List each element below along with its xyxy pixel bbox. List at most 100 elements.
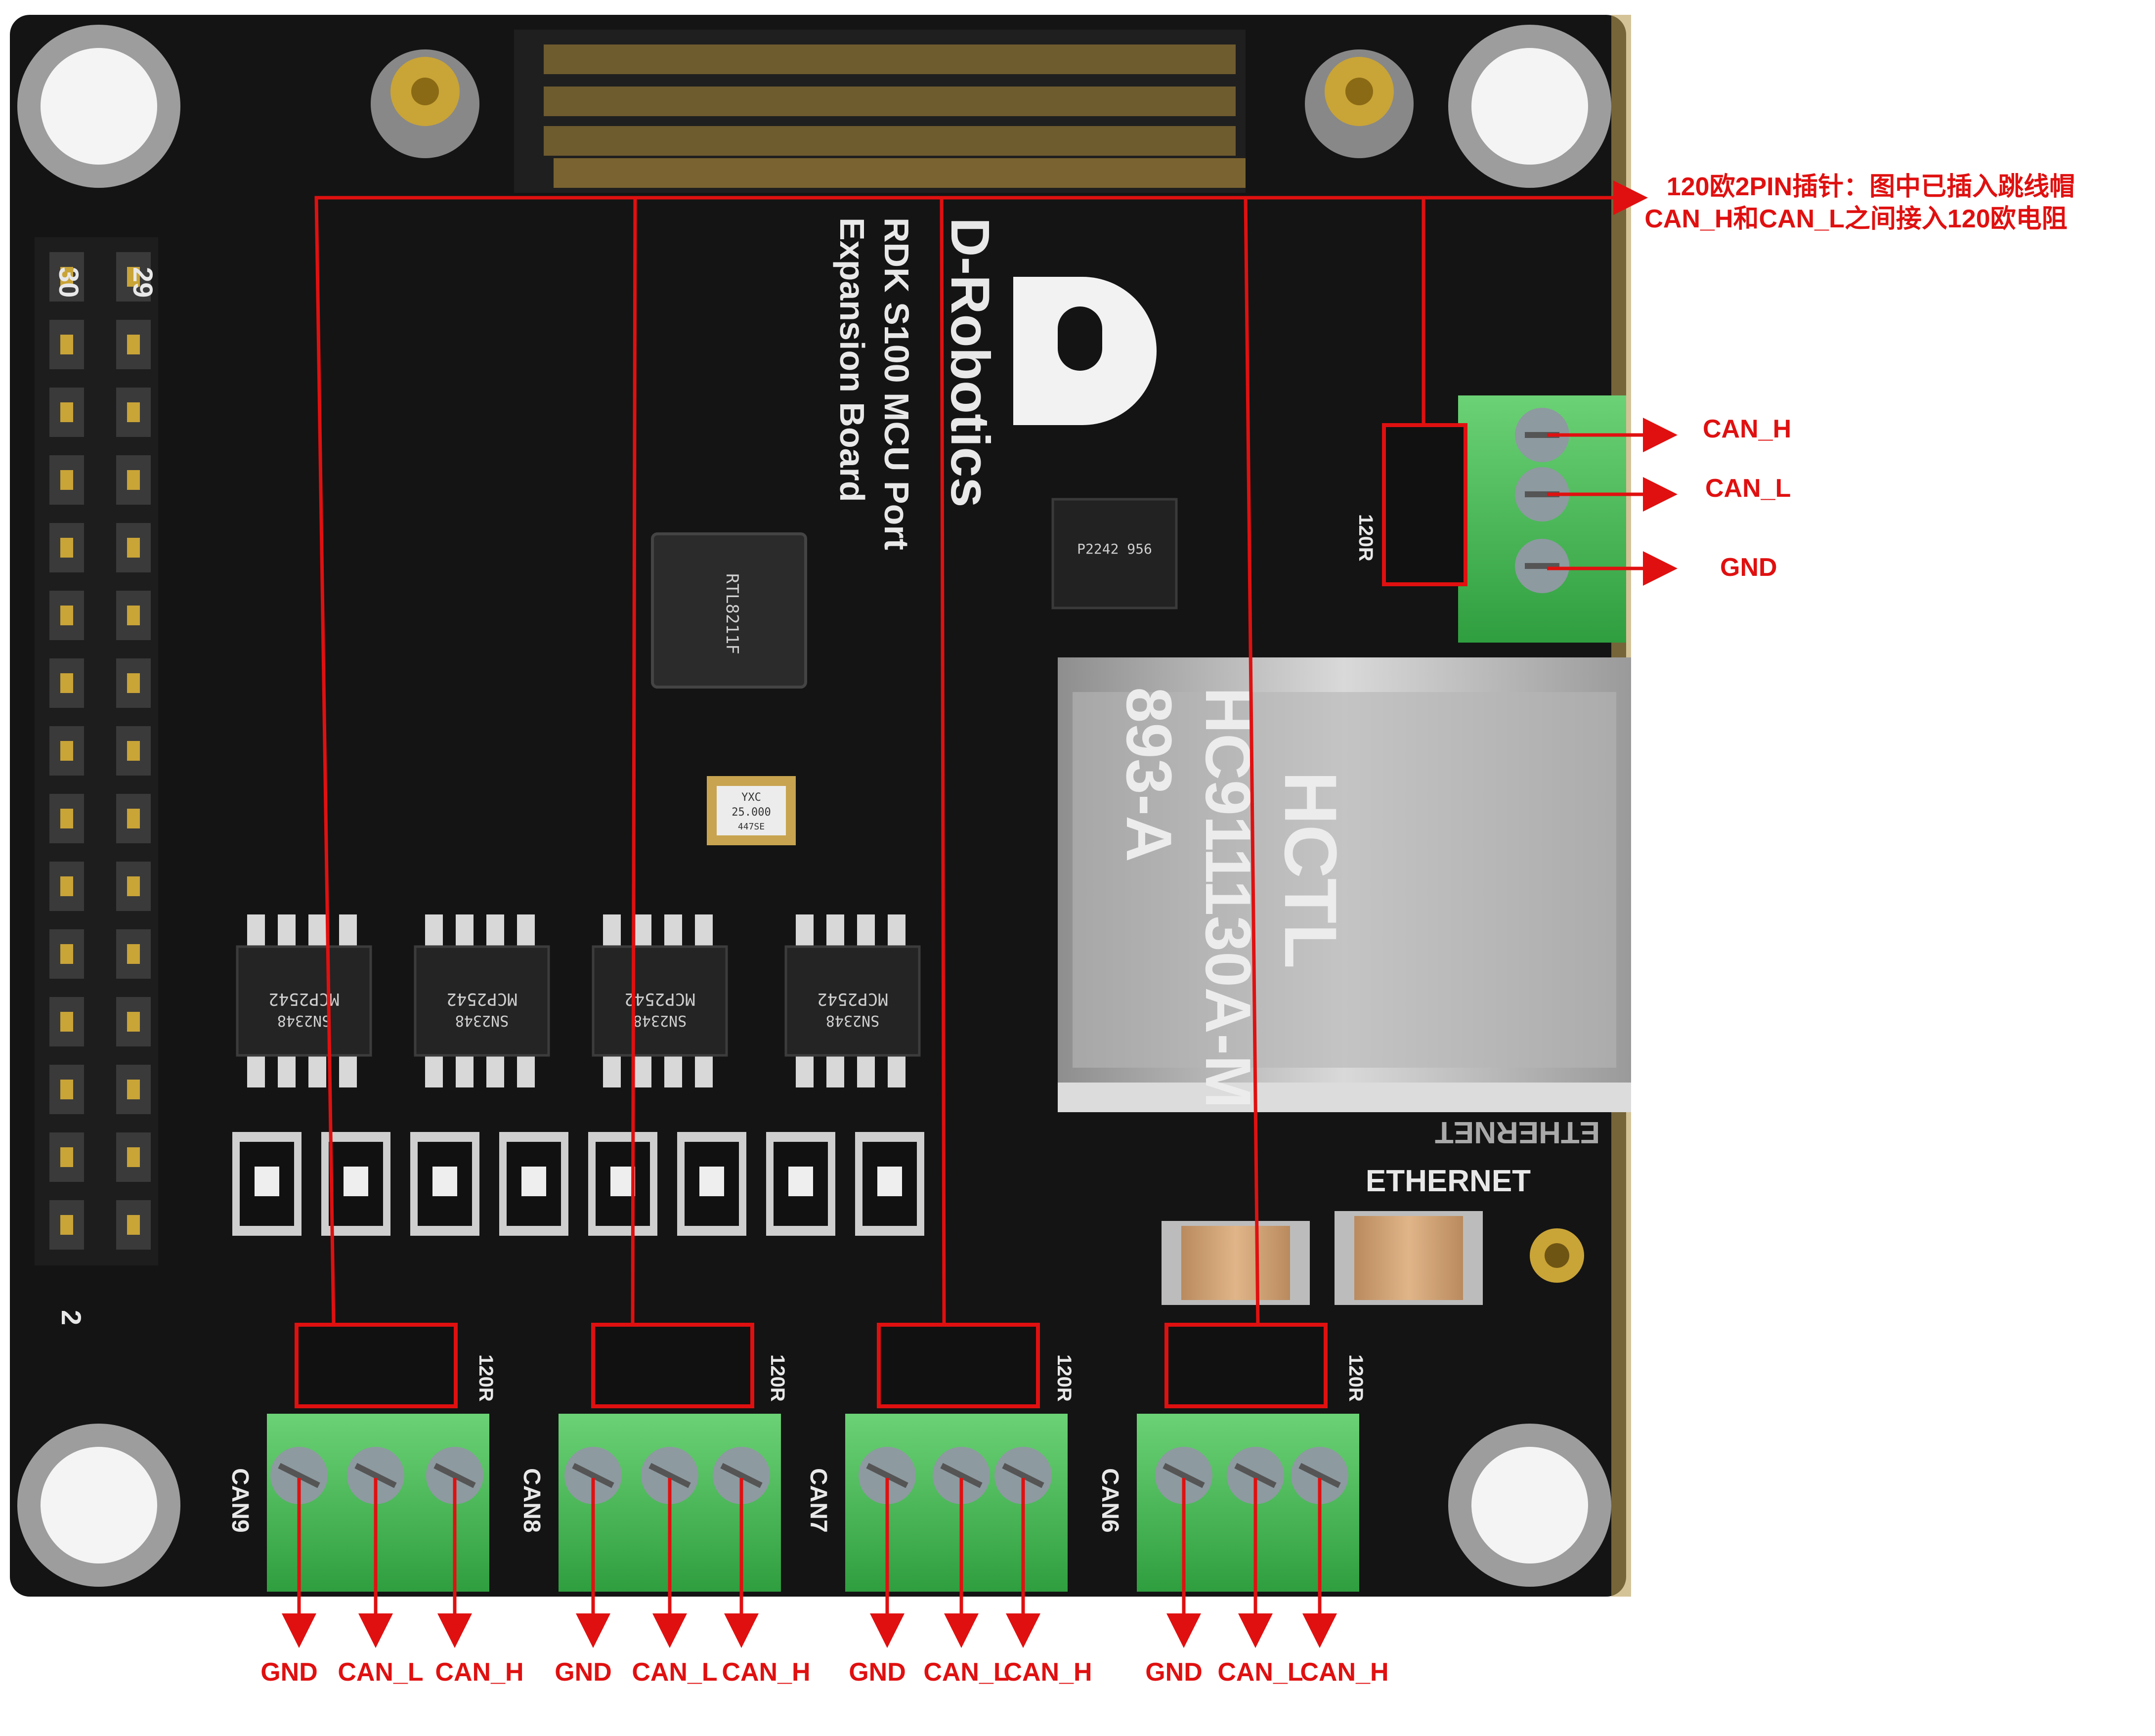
resistor-mark — [344, 1167, 368, 1196]
pin-header — [35, 237, 158, 1265]
header-pin-gold — [127, 606, 140, 625]
can-port-label: CAN7 — [805, 1468, 831, 1533]
chip-pin — [888, 914, 905, 949]
small-ic-label: P2242 956 — [1077, 541, 1152, 557]
chip-pin — [826, 914, 844, 949]
chip-pin — [247, 914, 265, 949]
crystal-line1: YXC — [741, 791, 761, 804]
screw-slot — [1163, 1463, 1205, 1488]
chip-pin — [664, 914, 682, 949]
screw-slot — [1298, 1463, 1341, 1488]
chip-pin — [634, 914, 651, 949]
chip-pin — [634, 1053, 651, 1087]
header-pin-gold — [127, 1215, 140, 1235]
header-pin-gold — [127, 470, 140, 490]
bottom-pin-label: GND — [555, 1658, 612, 1687]
brand-name: D-Robotics — [940, 217, 1000, 508]
resistors — [232, 1132, 924, 1236]
chip-pin — [456, 914, 474, 949]
header-pin-gold — [60, 741, 73, 761]
jumper-box-can6 — [1164, 1323, 1328, 1408]
header-pin-gold — [127, 673, 140, 693]
jumper-box-can9 — [295, 1323, 458, 1408]
small-ic: P2242 956 — [1051, 498, 1178, 609]
bottom-pin-label: CAN_L — [338, 1658, 423, 1687]
resistor-mark — [610, 1167, 635, 1196]
header-label-2: 2 — [56, 1310, 87, 1325]
phy-label: RTL8211F — [722, 573, 742, 654]
chip-sub: SN2348 — [277, 1012, 331, 1029]
rj45-line3: 893-A — [1113, 687, 1185, 862]
header-pin-gold — [60, 335, 73, 354]
chip-pin — [664, 1053, 682, 1087]
chip-body — [592, 945, 728, 1057]
annotation-overlay — [295, 180, 1678, 1408]
screw-slot — [866, 1463, 908, 1488]
header-pin-gold — [60, 809, 73, 828]
header-pin-gold — [127, 876, 140, 896]
jumper-box-power — [1382, 423, 1467, 586]
can-port-label: CAN6 — [1097, 1468, 1123, 1533]
screw-slot — [572, 1463, 614, 1488]
jumper-note-line2: CAN_H和CAN_L之间接入120欧电阻 — [1644, 205, 2067, 233]
bottom-pin-label: CAN_H — [435, 1658, 523, 1687]
resistor-mark — [699, 1167, 724, 1196]
header-pin-gold — [60, 606, 73, 625]
bottom-pin-label: CAN_L — [1217, 1658, 1303, 1687]
chip-pin — [456, 1053, 474, 1087]
jumper-note-line1: 120欧2PIN插针：图中已插入跳线帽 — [1667, 173, 2075, 201]
screw-slot — [433, 1463, 476, 1488]
ethernet-phy-ic: RTL8211F — [651, 532, 807, 689]
chip-pin — [517, 914, 535, 949]
header-pin-gold — [127, 538, 140, 558]
right-label-can-h: CAN_H — [1703, 415, 1791, 443]
header-pin-gold — [60, 1080, 73, 1099]
chip-pin — [857, 914, 875, 949]
screw-slot — [940, 1463, 983, 1488]
jumper-silk-label: 120R — [1345, 1354, 1367, 1402]
mounting-holes — [17, 25, 1611, 1587]
bottom-pin-label: CAN_H — [1300, 1658, 1388, 1687]
chip-pin — [486, 914, 504, 949]
header-pin-gold — [60, 267, 73, 287]
chip-pin — [857, 1053, 875, 1087]
chip-pin — [339, 914, 357, 949]
bottom-pin-label: CAN_H — [722, 1658, 810, 1687]
header-pin-gold — [60, 1012, 73, 1032]
bottom-pin-label: GND — [1145, 1658, 1203, 1687]
resistor-mark — [788, 1167, 813, 1196]
chip-pin — [603, 914, 621, 949]
chip-pin — [826, 1053, 844, 1087]
ethernet-mirror-label: ETHERNET — [1435, 1115, 1600, 1149]
header-pin-gold — [60, 876, 73, 896]
chip-pin — [796, 1053, 814, 1087]
board-title-line2: Expansion Board — [833, 217, 871, 502]
header-pin-gold — [60, 1215, 73, 1235]
right-label-gnd: GND — [1720, 553, 1777, 582]
jumper-silk-label: 120R — [1053, 1354, 1075, 1402]
chip-body — [236, 945, 372, 1057]
jumper-silk-label: 120R — [767, 1354, 788, 1402]
header-pin-gold — [127, 1012, 140, 1032]
header-label-29: 29 — [128, 267, 159, 298]
chip-pin — [695, 1053, 713, 1087]
board-title-line1: RDK S100 MCU Port — [877, 217, 916, 550]
board-connector — [514, 30, 1246, 193]
jumper-silk-label: 120R — [475, 1354, 497, 1402]
header-pin-gold — [60, 470, 73, 490]
bottom-pin-label: CAN_L — [632, 1658, 717, 1687]
coax-connectors — [371, 49, 1414, 158]
chip-body — [414, 945, 550, 1057]
chip-pin — [517, 1053, 535, 1087]
chip-pin — [247, 1053, 265, 1087]
header-pin-gold — [60, 538, 73, 558]
header-label-30: 30 — [53, 267, 85, 298]
header-pin-gold — [60, 1147, 73, 1167]
can-terminal-block — [1137, 1414, 1359, 1592]
screw-slot — [720, 1463, 763, 1488]
bottom-arrows — [282, 1478, 1337, 1648]
chip-sub: SN2348 — [633, 1012, 687, 1029]
jumper-box-can8 — [591, 1323, 754, 1408]
